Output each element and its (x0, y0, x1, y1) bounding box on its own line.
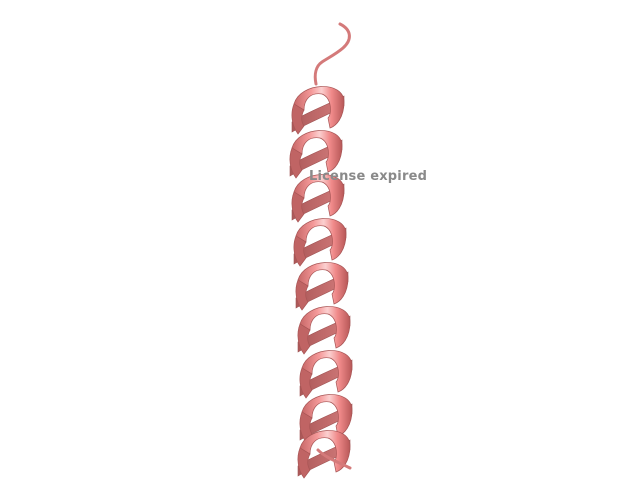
helix-side-shade (297, 323, 311, 355)
n-terminal-loop (313, 22, 351, 86)
helix-front-turn (299, 306, 351, 349)
helix-front-turn (295, 218, 347, 261)
helix-side-shade (291, 191, 305, 223)
helix-side-shade (295, 279, 309, 311)
helix-side-shade (297, 447, 311, 479)
helix-front-turn (291, 130, 343, 173)
helix-front-turn (297, 262, 349, 305)
helix-front-turn (301, 350, 353, 393)
helix-side-shade (289, 147, 303, 179)
helix-side-shade (291, 103, 305, 135)
helix-side-shade (293, 235, 307, 267)
helix-side-shade (299, 367, 313, 399)
helix-front-turn (293, 86, 345, 129)
helix-side-shade (299, 411, 313, 443)
helix-front-turn (293, 174, 345, 217)
c-terminal-tail (316, 448, 352, 470)
